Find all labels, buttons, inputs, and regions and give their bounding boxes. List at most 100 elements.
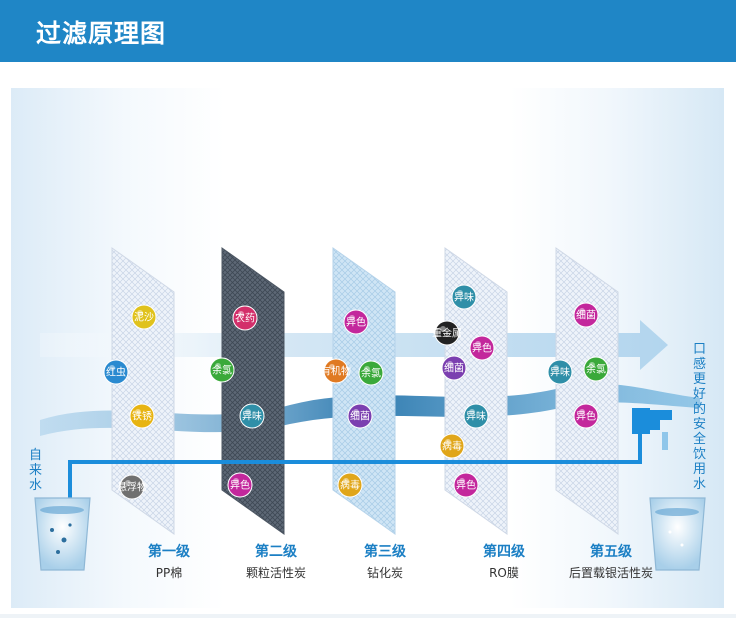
outlet-label-char: 的: [692, 402, 706, 417]
outlet-label-char: 好: [692, 387, 706, 402]
bubble-circle: [573, 403, 599, 429]
stage-number: 第一级: [148, 544, 190, 560]
bubble-highlight: [459, 478, 465, 484]
bubble-label: 异味: [454, 292, 474, 304]
bubble-highlight: [343, 478, 349, 484]
contaminant-bubble: 异味: [463, 403, 489, 429]
bubble-label: 细菌: [350, 410, 370, 423]
contaminant-bubbles: 泥沙红虫铁锈悬浮物农药余氯异味异色异色有机物余氯细菌病毒异味重金属异色细菌异味病…: [103, 284, 609, 500]
stage-number: 第二级: [255, 544, 297, 560]
contaminant-bubble: 重金属: [432, 320, 462, 346]
outlet-label-char: 饮: [692, 447, 706, 462]
bubble-highlight: [469, 409, 475, 415]
contaminant-bubble: 泥沙: [131, 304, 157, 330]
bubble-label: 病毒: [340, 479, 360, 492]
bubble-circle: [103, 359, 129, 385]
contaminant-bubble: 细菌: [441, 355, 467, 381]
outlet-label-char: 口: [692, 342, 706, 357]
water-pipe: [68, 430, 642, 500]
bubble-label: 细菌: [576, 309, 596, 322]
contaminant-bubble: 铁锈: [129, 403, 155, 429]
filter-panel-5: [555, 247, 619, 535]
contaminant-bubble: 余氯: [358, 360, 384, 386]
stage-material: RO膜: [489, 566, 519, 580]
contaminant-bubble: 有机物: [321, 358, 351, 384]
bubble-highlight: [238, 311, 244, 317]
contaminant-bubble: 细菌: [347, 403, 373, 429]
bubble-circle: [547, 359, 573, 385]
outlet-label-char: 全: [692, 432, 706, 447]
bubble-circle: [451, 284, 477, 310]
bubble-label: 病毒: [442, 440, 462, 453]
bubble-label: 细菌: [444, 362, 464, 375]
stage-label-2: 第二级 颗粒活性炭: [221, 541, 331, 581]
bubble-circle: [347, 403, 373, 429]
bubble-circle: [439, 433, 465, 459]
stage-material: PP棉: [155, 566, 183, 580]
header-bar: 过滤原理图: [0, 0, 736, 62]
bubble-circle: [119, 474, 145, 500]
contaminant-bubble: 异色: [343, 309, 369, 335]
bubble-highlight: [364, 366, 370, 372]
bubble-highlight: [579, 308, 585, 314]
stage-material: 后置载银活性炭: [568, 566, 653, 580]
contaminant-bubble: 异色: [469, 335, 495, 361]
bubble-circle: [323, 358, 349, 384]
bubble-circle: [131, 304, 157, 330]
stage-label-4: 第四级 RO膜: [449, 541, 559, 581]
bubble-circle: [573, 302, 599, 328]
bubble-circle: [441, 355, 467, 381]
contaminant-bubble: 余氯: [209, 357, 235, 383]
page-title: 过滤原理图: [36, 19, 167, 48]
bubble-label: 异味: [550, 367, 570, 379]
outlet-label-char: 用: [692, 462, 706, 477]
contaminant-bubble: 病毒: [439, 433, 465, 459]
stage-material: 颗粒活性炭: [245, 566, 306, 580]
bubble-highlight: [109, 365, 115, 371]
glass-icon-inlet: [34, 497, 91, 571]
stage-number: 第五级: [590, 544, 632, 560]
bubble-label: 农药: [235, 312, 255, 325]
contaminant-bubble: 病毒: [337, 472, 363, 498]
outlet-label-char: 水: [692, 477, 706, 492]
stage-number: 第三级: [364, 544, 406, 560]
inlet-label-char: 水: [28, 478, 42, 493]
bubble-circle: [337, 472, 363, 498]
bubble-highlight: [589, 362, 595, 368]
contaminant-bubble: 异色: [573, 403, 599, 429]
bubble-label: 余氯: [212, 364, 232, 377]
bubble-label: 异色: [346, 316, 366, 329]
stage-label-1: 第一级 PP棉: [114, 541, 224, 581]
bubble-circle: [232, 305, 258, 331]
bottom-divider: [0, 614, 736, 618]
outlet-label-char: 感: [692, 357, 706, 372]
bubble-label: 异味: [466, 411, 486, 423]
contaminant-bubble: 余氯: [583, 356, 609, 382]
stage-material: 钻化炭: [366, 566, 403, 580]
contaminant-bubble: 细菌: [573, 302, 599, 328]
bubble-label: 铁锈: [132, 410, 152, 423]
bubble-highlight: [245, 409, 251, 415]
stage-number: 第四级: [483, 544, 525, 560]
bubble-highlight: [475, 341, 481, 347]
contaminant-bubble: 异色: [227, 472, 253, 498]
bubble-highlight: [135, 409, 141, 415]
bubble-highlight: [440, 326, 446, 332]
bubble-circle: [469, 335, 495, 361]
inlet-label-char: 自: [28, 448, 42, 463]
bubble-label: 异色: [456, 479, 476, 492]
bubble-label: 余氯: [361, 367, 381, 380]
bubble-label: 异色: [472, 342, 492, 355]
inlet-label-char: 来: [28, 463, 42, 478]
bubble-circle: [358, 360, 384, 386]
contaminant-bubble: 悬浮物: [117, 474, 147, 500]
bubble-label: 红虫: [106, 366, 126, 379]
bubble-highlight: [579, 409, 585, 415]
bubble-circle: [463, 403, 489, 429]
bubble-highlight: [215, 363, 221, 369]
bubble-label: 异色: [230, 479, 250, 492]
bubble-highlight: [447, 361, 453, 367]
bubble-label: 余氯: [586, 363, 606, 376]
contaminant-bubble: 农药: [232, 305, 258, 331]
